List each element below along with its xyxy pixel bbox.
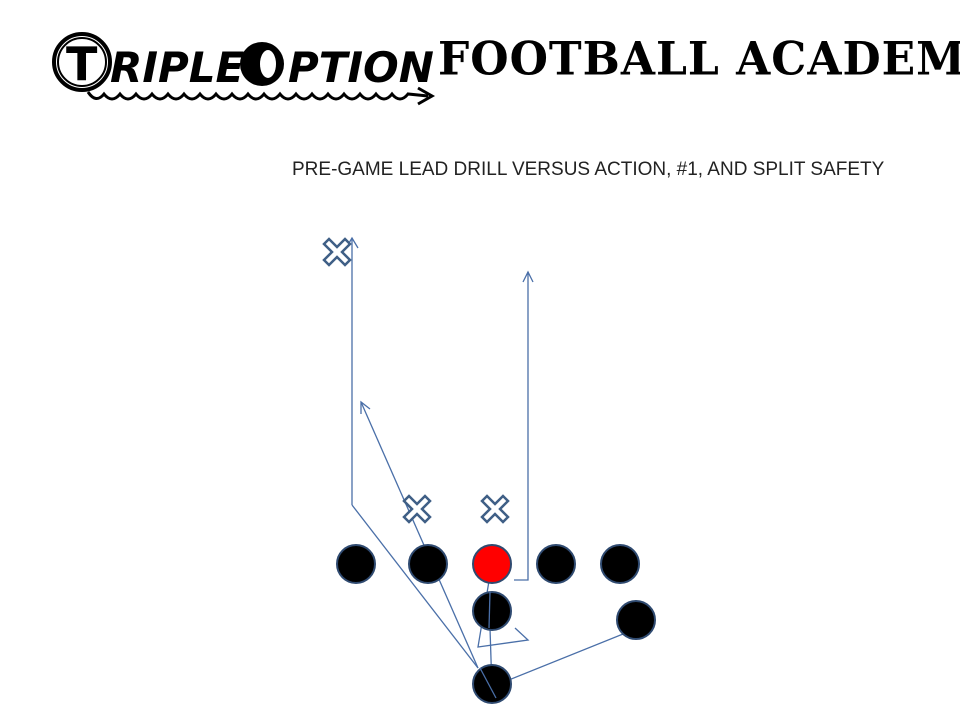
- logo-t-circle-inner: [57, 37, 107, 87]
- diagram-title: PRE-GAME LEAD DRILL VERSUS ACTION, #1, A…: [292, 159, 885, 180]
- defender-linebacker-right: [480, 494, 510, 524]
- route-fullback-lead: [360, 401, 479, 669]
- logo-t-circle: [52, 32, 112, 92]
- player-right-tackle: [600, 544, 640, 584]
- logo-riple: RIPLE: [110, 43, 245, 92]
- player-quarterback: [472, 591, 512, 631]
- triple-option-logo: T RIPLE PTION: [52, 32, 436, 106]
- route-guard-vertical: [514, 272, 529, 581]
- offense: [336, 544, 656, 704]
- route-guard-arrowhead: [522, 270, 534, 283]
- player-wingback: [616, 600, 656, 640]
- academy-title: FOOTBALL ACADEMY: [438, 32, 960, 87]
- logo-ption: PTION: [288, 43, 434, 92]
- route-fullback-overlay: [479, 667, 497, 699]
- logo-squiggle: [86, 91, 429, 101]
- route-fullback-arrowhead: [360, 400, 371, 414]
- player-fullback: [472, 664, 512, 704]
- player-right-guard: [536, 544, 576, 584]
- route-center-snap: [488, 591, 491, 629]
- route-wingback: [493, 629, 634, 687]
- logo-t: T: [66, 37, 98, 91]
- route-tackle-lead: [351, 504, 479, 669]
- player-center: [472, 544, 512, 584]
- header: T RIPLE PTION FOOTBALL ACADEMY: [0, 0, 960, 120]
- defender-safety: [322, 237, 352, 267]
- player-left-guard: [408, 544, 448, 584]
- logo-arrowhead: [417, 86, 436, 106]
- player-left-tackle: [336, 544, 376, 584]
